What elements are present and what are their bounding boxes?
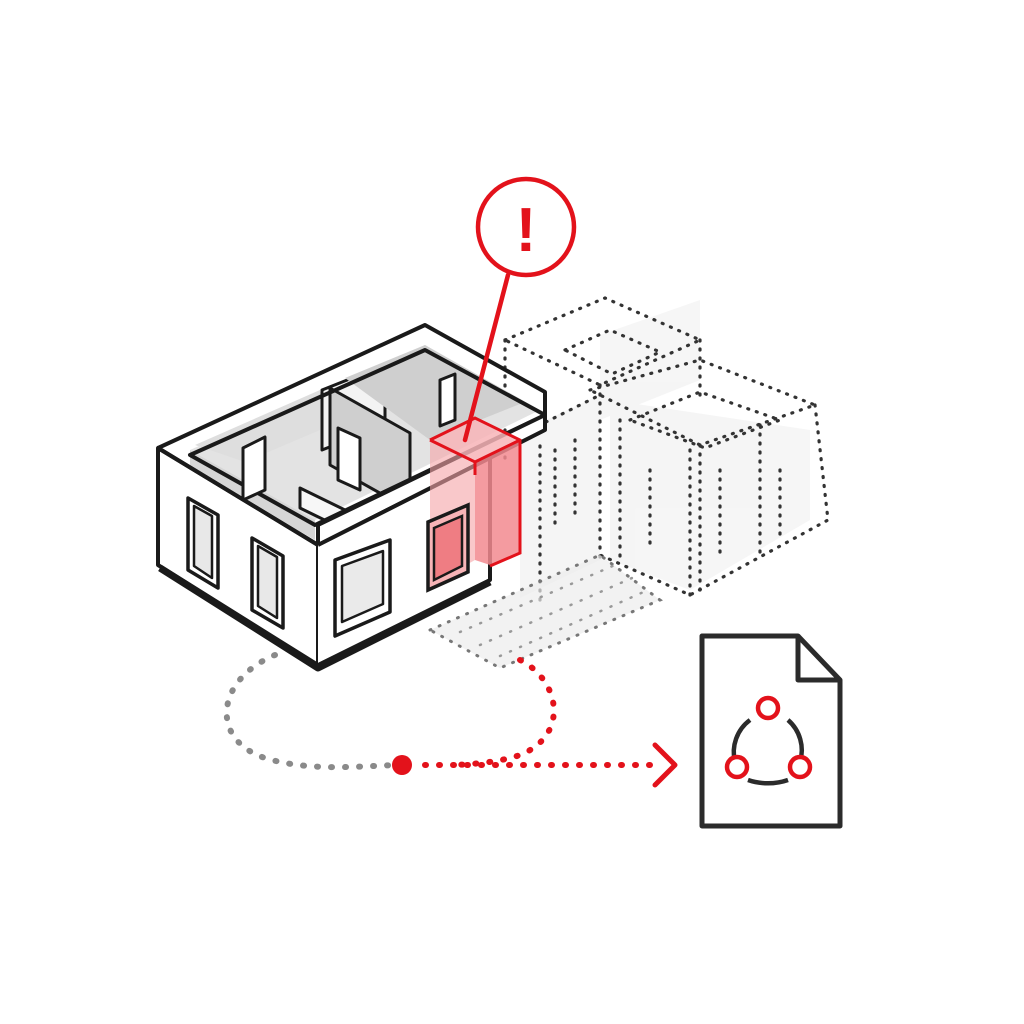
planned-extension bbox=[501, 296, 830, 602]
flow-path bbox=[223, 652, 678, 788]
alert-circle bbox=[475, 176, 577, 278]
flow-origin-dot bbox=[392, 755, 412, 775]
alert-leader-line bbox=[462, 272, 511, 443]
flow-path-red-loop bbox=[452, 657, 557, 768]
document-icon bbox=[699, 633, 843, 829]
share-network-icon bbox=[724, 695, 813, 786]
alert-callout: ! bbox=[462, 176, 577, 443]
flow-path-gray bbox=[223, 652, 401, 771]
planned-foundation bbox=[426, 553, 663, 670]
arrow-right-icon bbox=[652, 742, 678, 788]
exclamation-icon: ! bbox=[516, 196, 537, 265]
issue-highlight-zone bbox=[426, 416, 522, 593]
